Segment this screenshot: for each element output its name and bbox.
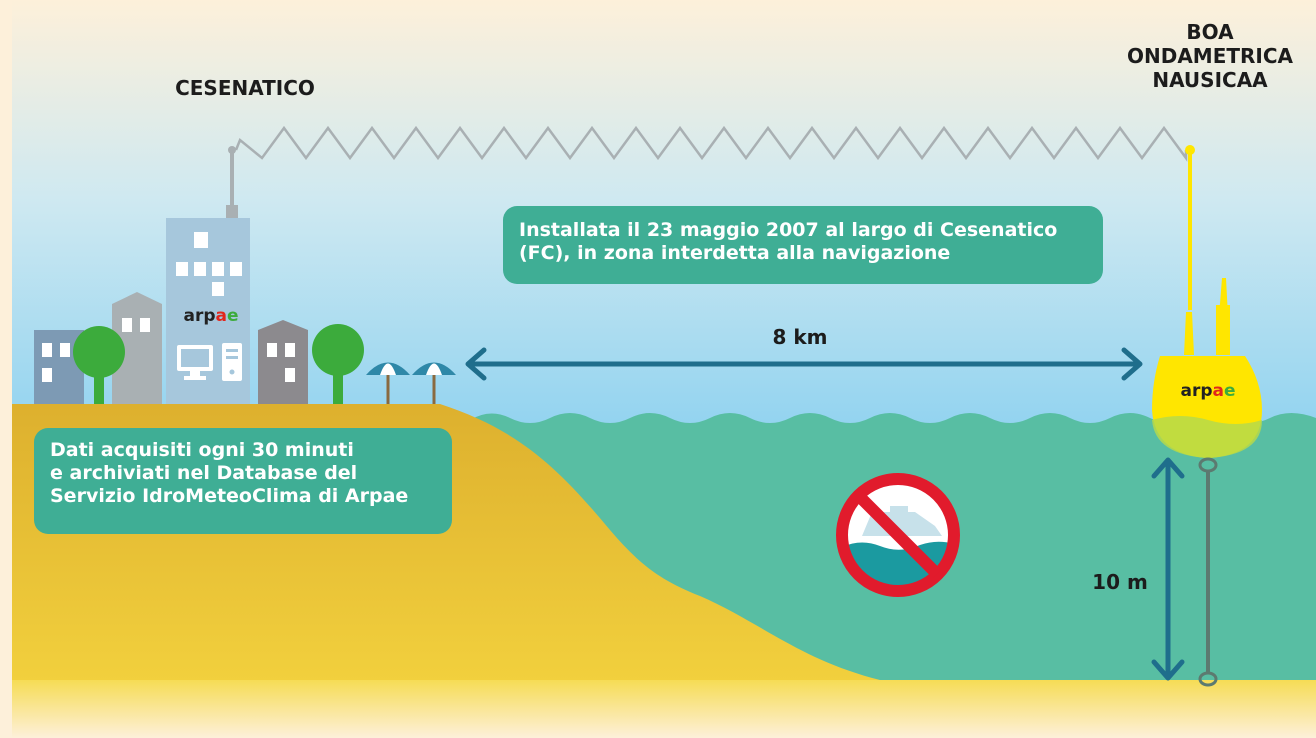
installation-info-line: Installata il 23 maggio 2007 al largo di… <box>519 219 1058 241</box>
data-info-line: Dati acquisiti ogni 30 minuti <box>50 439 354 461</box>
depth-arrow <box>1151 457 1185 681</box>
arpae-logo-buoy: arpae <box>1180 381 1236 401</box>
data-info-box: Dati acquisiti ogni 30 minuti e archivia… <box>34 428 452 534</box>
buoy-label: BOA ONDAMETRICA NAUSICAA <box>1110 20 1310 92</box>
distance-arrow <box>465 347 1143 381</box>
town-label: CESENATICO <box>175 76 315 100</box>
signal-wave <box>234 125 1188 162</box>
anchor-chain-icon <box>1198 457 1218 687</box>
buoy-label-line: ONDAMETRICA <box>1126 44 1294 68</box>
sea-floor <box>12 680 1316 738</box>
buoy <box>1152 145 1262 458</box>
installation-info-box: Installata il 23 maggio 2007 al largo di… <box>503 206 1103 284</box>
building <box>258 320 308 404</box>
tree <box>312 324 364 404</box>
buoy-label-line: BOA <box>1186 20 1234 44</box>
depth-label: 10 m <box>1092 570 1148 594</box>
no-boats-icon <box>836 473 960 597</box>
arpae-logo-building: arpae <box>183 306 239 326</box>
town-buildings <box>34 218 308 404</box>
distance-label: 8 km <box>772 325 828 349</box>
beach-umbrella-icon <box>412 362 456 404</box>
buoy-label-line: NAUSICAA <box>1152 68 1268 92</box>
data-info-line: Servizio IdroMeteoClima di Arpae <box>50 485 409 507</box>
beach-umbrella-icon <box>366 362 410 404</box>
installation-info-line: (FC), in zona interdetta alla navigazion… <box>519 242 951 264</box>
computer-icon <box>177 343 242 381</box>
tree <box>73 326 125 404</box>
data-info-line: e archiviati nel Database del <box>50 462 358 484</box>
